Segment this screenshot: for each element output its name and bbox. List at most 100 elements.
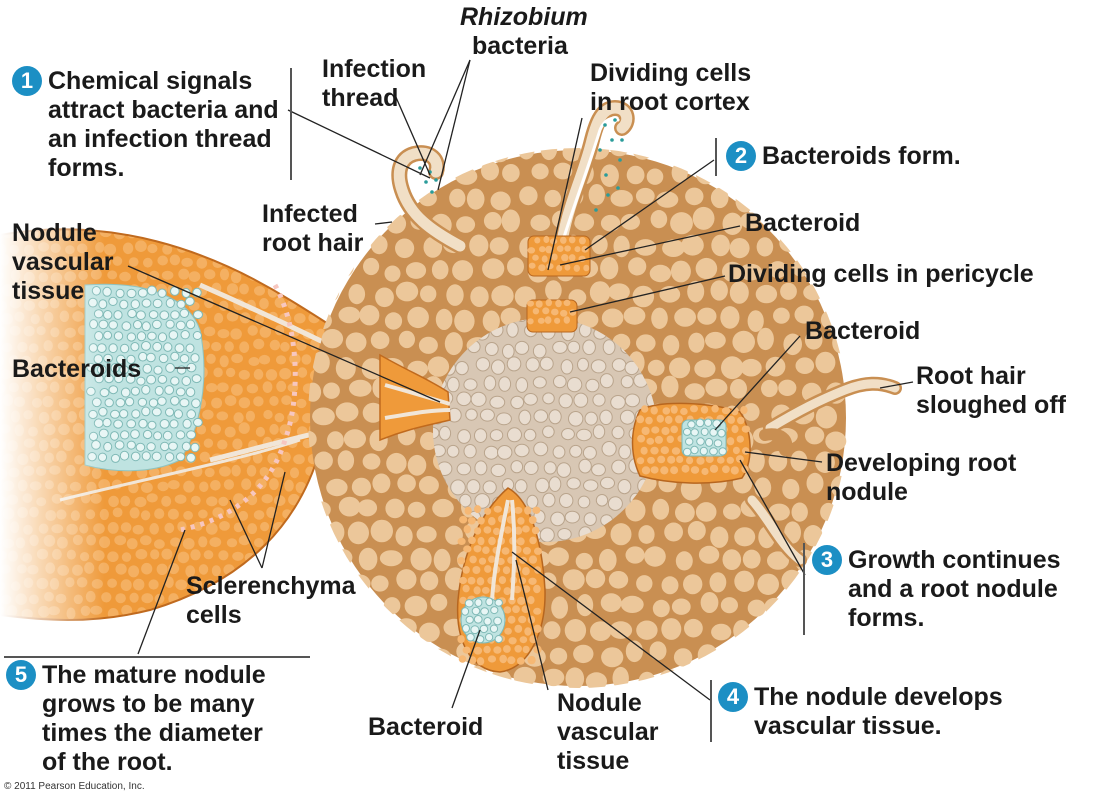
nodule-cell	[457, 537, 466, 546]
nodule-cell	[488, 555, 496, 563]
step-3-text: Growth continues and a root nodule forms…	[848, 546, 1061, 632]
cortex-cell	[407, 454, 427, 476]
stele-cell	[466, 479, 481, 495]
nodule-cell	[636, 415, 645, 424]
nodule-cell	[462, 646, 471, 654]
cortex-cell	[711, 623, 732, 641]
stele-cell	[583, 512, 597, 526]
stele-cell	[550, 511, 565, 527]
nodule-cell	[522, 547, 532, 555]
cortex-cell	[513, 666, 536, 687]
nodule-cell	[736, 435, 744, 443]
dividing-cell	[568, 254, 576, 262]
cortex-cell	[826, 287, 846, 307]
stele-cell	[497, 445, 513, 460]
bacteroid-cell	[687, 420, 696, 429]
cortex-cell	[730, 379, 747, 399]
step-2-badge: 2	[726, 141, 756, 171]
cortex-cell	[446, 284, 464, 306]
bacteroid-cell	[494, 635, 503, 644]
pericycle-cell	[563, 299, 571, 307]
stele-cell	[607, 496, 623, 511]
dividing-cell	[532, 254, 539, 261]
cortex-cell	[740, 645, 764, 665]
nodule-cell	[522, 645, 530, 654]
stele-cell	[489, 429, 504, 442]
dividing-cell	[578, 237, 586, 245]
stele-cell	[585, 378, 600, 393]
cortex-cell	[395, 526, 413, 547]
nodule-cell	[527, 596, 535, 605]
cortex-cell	[429, 648, 452, 665]
nodule-cell	[476, 577, 485, 586]
cortex-cell	[435, 308, 453, 330]
nodule-cell	[528, 555, 538, 564]
label-infection-thread: Infection thread	[322, 55, 427, 112]
cortex-cell	[573, 644, 594, 664]
nodule-cell	[696, 457, 705, 465]
cortex-cell	[756, 237, 774, 257]
nodule-cell	[478, 557, 487, 565]
cortex-cell	[720, 597, 739, 614]
nodule-cell	[528, 516, 537, 524]
cortex-cell	[651, 307, 668, 329]
nodule-cell	[522, 567, 530, 576]
nodule-cell	[493, 505, 502, 513]
cortex-cell	[747, 449, 765, 473]
bacteroid-cell	[471, 606, 481, 616]
cortex-cell	[501, 209, 520, 233]
nodule-cell	[529, 536, 537, 545]
cortex-cell	[681, 234, 704, 256]
cortex-cell	[709, 572, 727, 593]
cortex-cell	[549, 647, 568, 665]
cortex-cell	[710, 280, 728, 301]
nodule-cell	[514, 624, 523, 633]
cortex-cell	[490, 148, 510, 163]
cortex-cell	[815, 351, 836, 374]
cortex-cell	[405, 262, 427, 279]
nodule-developments	[456, 235, 751, 673]
dividing-cell	[581, 245, 589, 253]
stele-cell	[489, 395, 506, 409]
cortex-cell	[626, 165, 645, 185]
cortex-cell	[395, 238, 415, 259]
cortex-cell	[444, 332, 463, 356]
nodule-cell	[722, 465, 730, 474]
nodule-cell	[467, 576, 476, 585]
nodule-cell	[459, 576, 467, 585]
bacteroid-cell	[704, 418, 713, 427]
stele-cell	[576, 428, 592, 442]
step-5: 5 The mature nodule grows to be many tim…	[6, 660, 266, 777]
label-nodule-vascular-bottom: Nodule vascular tissue	[557, 689, 659, 775]
stele-cell	[552, 445, 566, 459]
cortex-cell	[695, 502, 717, 522]
nodule-cell	[462, 584, 470, 593]
nodule-cell	[636, 457, 645, 465]
cortex-cell	[397, 474, 416, 493]
nodule-cell	[727, 415, 735, 424]
stele-cell	[510, 395, 525, 410]
nodule-cell	[484, 507, 492, 515]
cortex-cell	[562, 569, 585, 591]
cortex-cell	[804, 330, 823, 350]
cortex-cell	[325, 148, 342, 162]
cortex-cell	[767, 551, 789, 570]
nodule-cell	[533, 624, 542, 633]
cortex-cell	[720, 306, 740, 329]
cortex-cell	[379, 639, 402, 663]
cortex-cell	[664, 522, 683, 542]
bacterium-dot	[618, 158, 622, 162]
cortex-cell	[370, 331, 390, 350]
nodule-cell	[737, 416, 745, 425]
nodule-cell	[701, 467, 709, 476]
cortex-cell	[740, 212, 761, 229]
cortex-cell	[698, 545, 720, 564]
nodule-cell	[324, 257, 337, 269]
cortex-cell	[431, 260, 449, 280]
nodule-cell	[469, 555, 477, 564]
step-1-badge: 1	[12, 66, 42, 96]
cortex-cell	[670, 260, 691, 283]
nodule-cell	[503, 606, 512, 614]
bacteroid-cell	[695, 418, 705, 428]
